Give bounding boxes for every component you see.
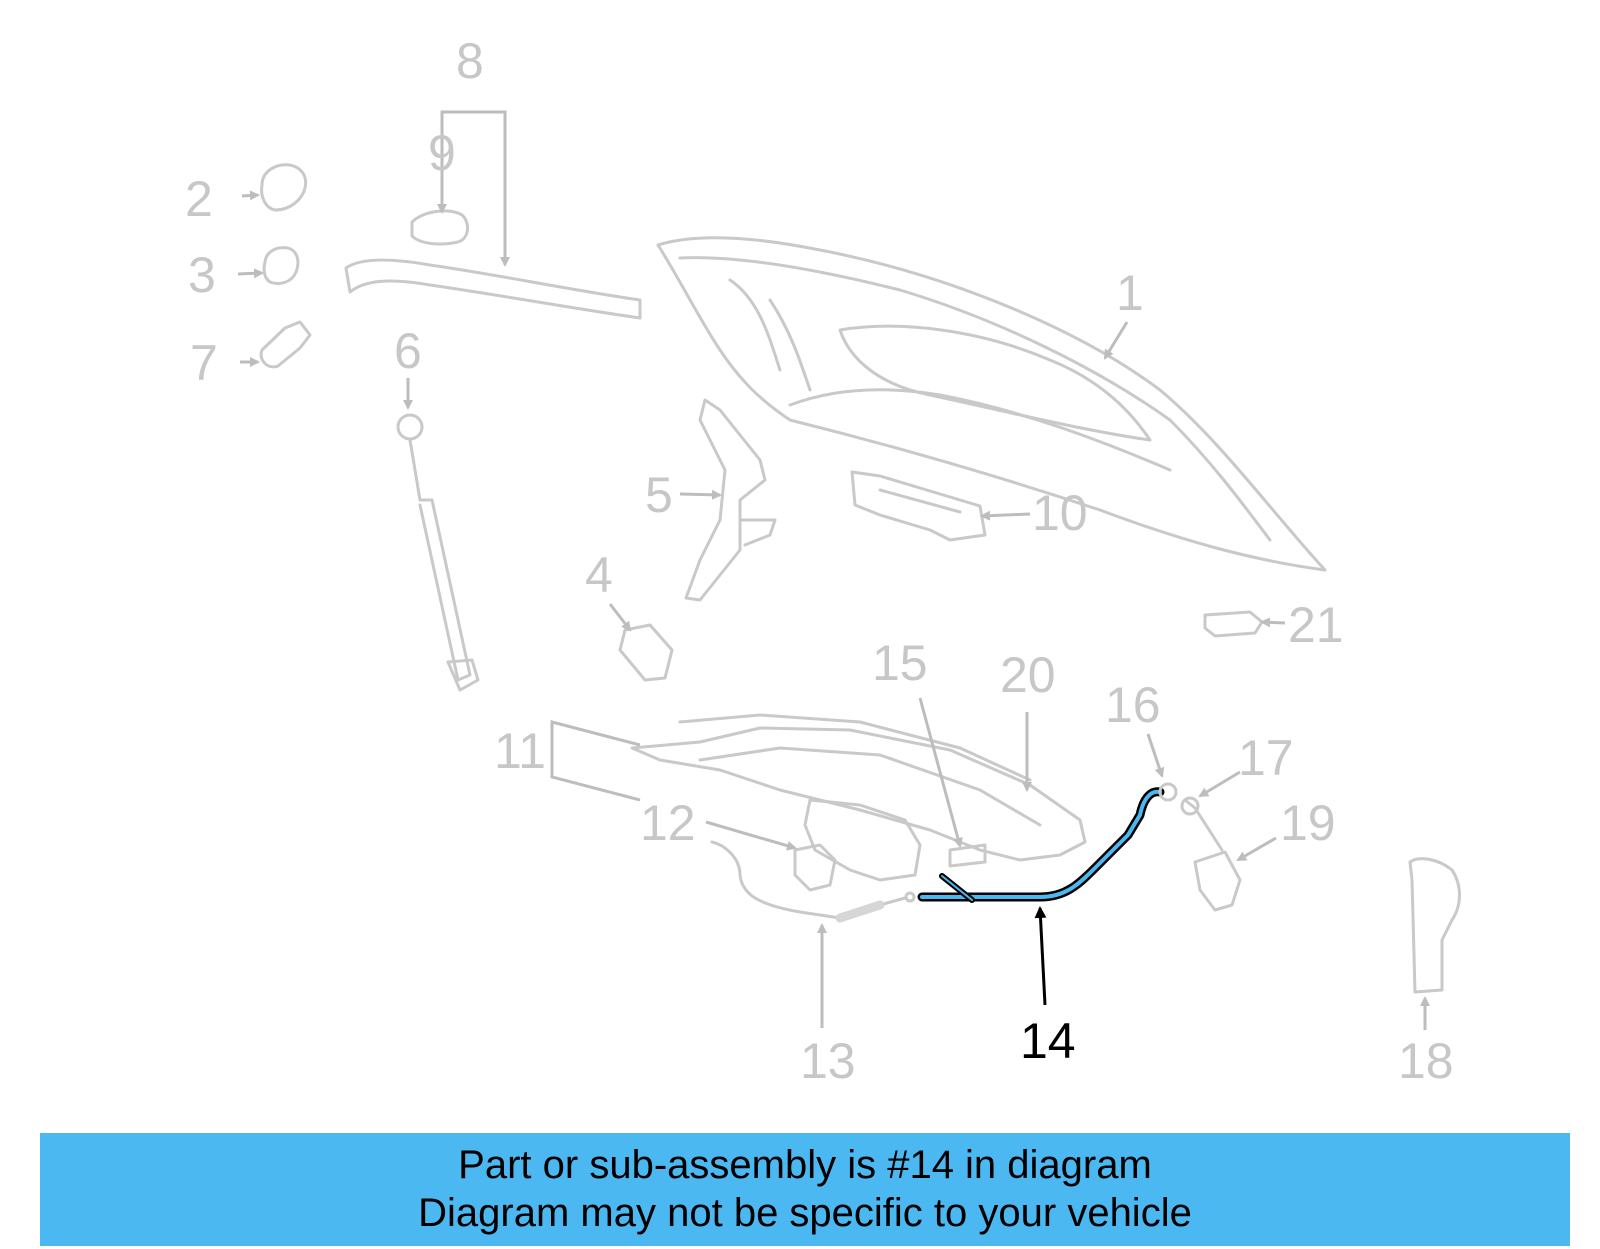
hood-panel-drawing	[656, 236, 1327, 572]
callout-20[interactable]: 20	[1000, 647, 1056, 703]
callout-5[interactable]: 5	[645, 467, 673, 523]
callout-17[interactable]: 17	[1238, 730, 1294, 786]
hinge-drawing	[684, 398, 777, 602]
callout-9[interactable]: 9	[428, 125, 456, 181]
support-panel-drawing	[630, 713, 1087, 862]
lift-support-drawing	[396, 413, 480, 692]
callout-12[interactable]: 12	[640, 795, 696, 851]
callout-1[interactable]: 1	[1116, 265, 1144, 321]
parts-16-17-19-drawing	[1158, 782, 1242, 912]
callout-10[interactable]: 10	[1032, 485, 1088, 541]
hood-latch-bracket-drawing	[850, 470, 987, 542]
callout-19[interactable]: 19	[1280, 795, 1336, 851]
callout-11[interactable]: 11	[494, 723, 546, 779]
weatherstrip-drawings	[344, 209, 642, 320]
callout-21[interactable]: 21	[1288, 597, 1344, 653]
callout-2[interactable]: 2	[185, 171, 213, 227]
callout-4[interactable]: 4	[585, 547, 613, 603]
callout-18[interactable]: 18	[1398, 1033, 1454, 1089]
callout-labels: 1 2 3 4 5 6 7 8 9 10 11 12 13 14 15 16 1…	[185, 33, 1454, 1089]
prop-rod-drawing	[1408, 857, 1461, 994]
callout-15[interactable]: 15	[872, 635, 928, 691]
banner-line-disclaimer: Diagram may not be specific to your vehi…	[418, 1191, 1192, 1235]
banner-line-part: Part or sub-assembly is #14 in diagram	[458, 1143, 1152, 1187]
callout-16[interactable]: 16	[1105, 677, 1161, 733]
callout-14[interactable]: 14	[1020, 1013, 1076, 1069]
clip-drawings	[259, 163, 312, 369]
callout-6[interactable]: 6	[394, 323, 422, 379]
leader-lines	[237, 110, 1430, 1030]
callout-13[interactable]: 13	[800, 1033, 856, 1089]
clip-15-drawing	[948, 843, 987, 868]
callout-8[interactable]: 8	[456, 33, 484, 89]
latch-drawing	[793, 798, 922, 892]
callout-7[interactable]: 7	[190, 335, 218, 391]
bumper-drawing	[618, 623, 674, 682]
info-banner: Part or sub-assembly is #14 in diagram D…	[40, 1133, 1570, 1246]
release-cable-drawing	[710, 840, 916, 923]
cable-14-drawing	[917, 787, 1165, 903]
clip-21-drawing	[1203, 610, 1264, 638]
callout-3[interactable]: 3	[188, 247, 216, 303]
